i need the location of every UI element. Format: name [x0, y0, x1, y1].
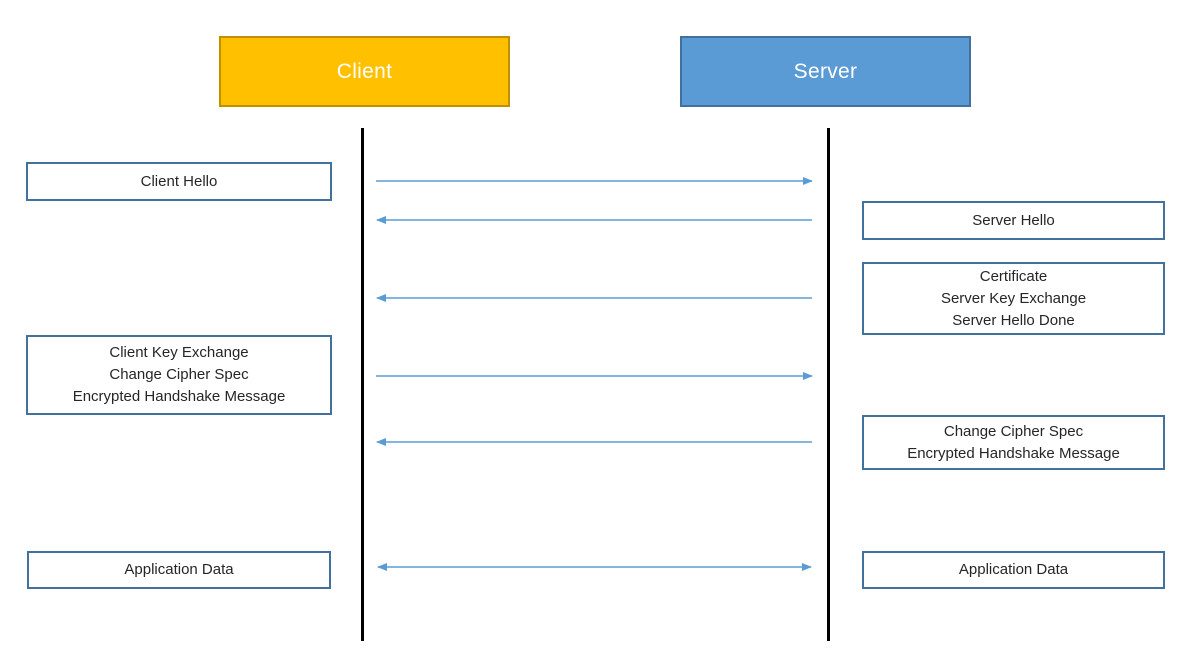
message-label: Encrypted Handshake Message: [907, 444, 1120, 462]
message-box-certificate: Certificate Server Key Exchange Server H…: [862, 262, 1165, 335]
message-label: Server Key Exchange: [940, 289, 1087, 307]
message-label: Server Hello Done: [952, 311, 1075, 329]
actor-client-label: Client: [336, 59, 393, 83]
message-label: Application Data: [958, 561, 1069, 578]
message-label: Application Data: [124, 561, 234, 578]
message-label: Change Cipher Spec: [109, 366, 249, 383]
message-label: Server Hello: [972, 211, 1055, 229]
message-label: Change Cipher Spec: [943, 422, 1084, 440]
message-label: Client Hello: [140, 172, 218, 190]
message-box-client-key-exchange: Client Key Exchange Change Cipher Spec E…: [26, 335, 332, 415]
message-box-change-cipher-spec: Change Cipher Spec Encrypted Handshake M…: [862, 415, 1165, 470]
message-box-application-data-server: Application Data: [862, 551, 1165, 589]
message-box-application-data-client: Application Data: [27, 551, 331, 589]
client-lifeline: [361, 128, 364, 641]
message-label: Client Key Exchange: [109, 344, 249, 361]
server-lifeline: [827, 128, 830, 641]
message-label: Encrypted Handshake Message: [72, 388, 286, 405]
actor-server-label: Server: [793, 59, 858, 83]
message-label: Certificate: [979, 267, 1048, 285]
message-box-server-hello: Server Hello: [862, 201, 1165, 240]
actor-server-box: Server: [680, 36, 971, 107]
message-box-client-hello: Client Hello: [26, 162, 332, 201]
actor-client-box: Client: [219, 36, 510, 107]
